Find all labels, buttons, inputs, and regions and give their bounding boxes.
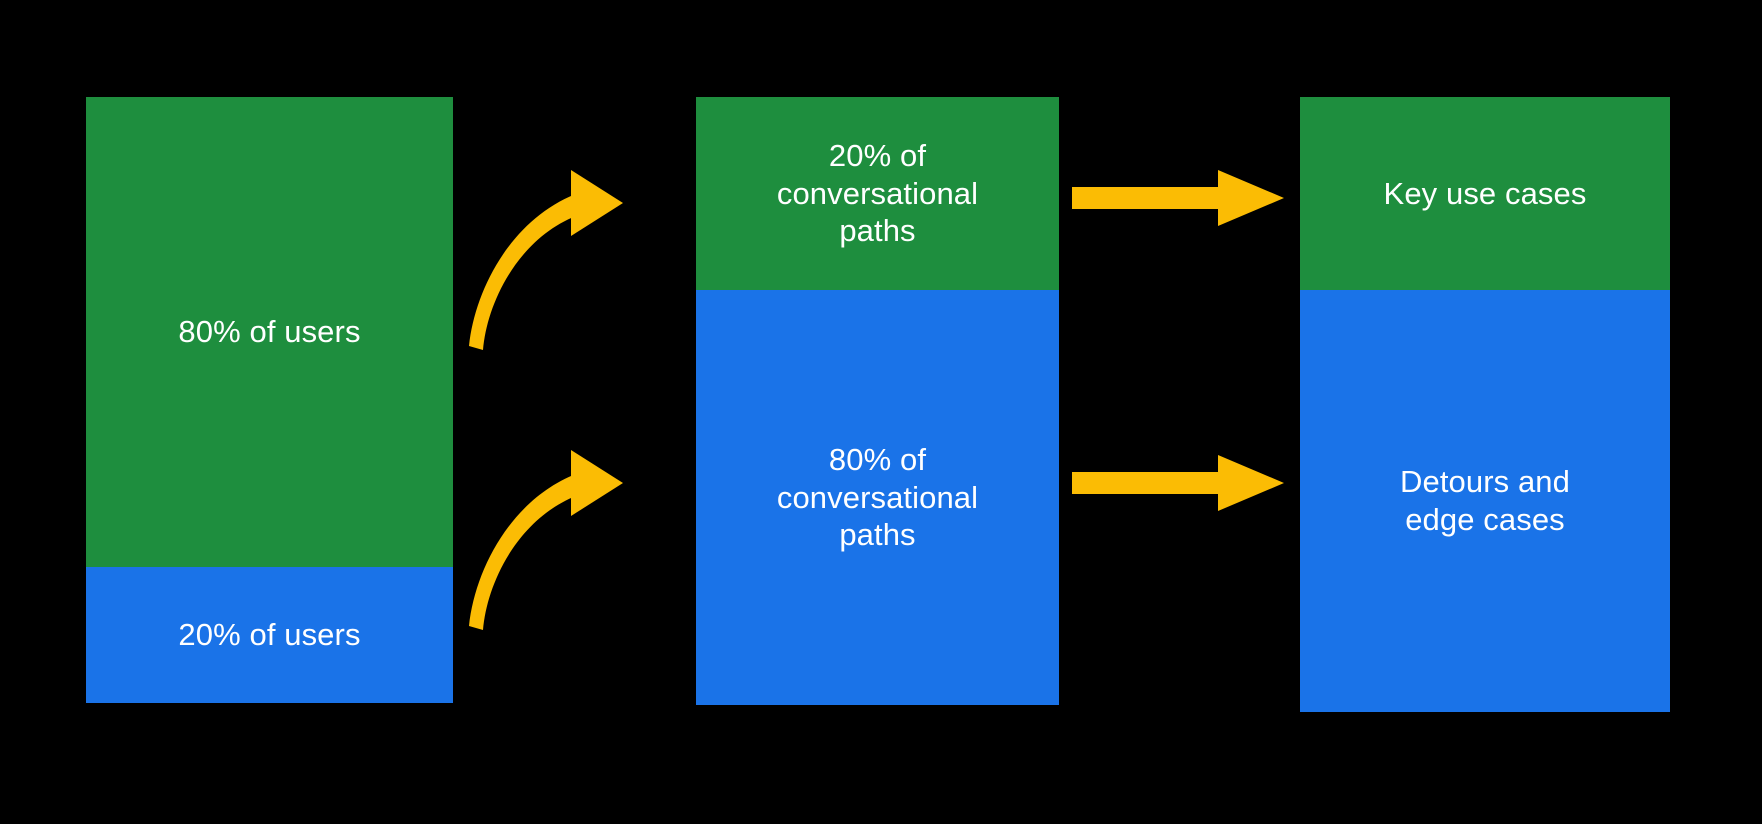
block-paths-majority: 80% of conversational paths bbox=[696, 290, 1059, 705]
block-users-minority: 20% of users bbox=[86, 567, 453, 703]
block-paths-minority: 20% of conversational paths bbox=[696, 97, 1059, 290]
block-detours-edge-cases: Detours and edge cases bbox=[1300, 290, 1670, 712]
block-users-majority: 80% of users bbox=[86, 97, 453, 567]
curved-arrow-up-icon bbox=[469, 170, 623, 350]
block-key-use-cases: Key use cases bbox=[1300, 97, 1670, 290]
straight-arrow-right-icon bbox=[1072, 170, 1284, 226]
straight-arrow-right-icon-2 bbox=[1072, 455, 1284, 511]
curved-arrow-up-icon-2 bbox=[469, 450, 623, 630]
